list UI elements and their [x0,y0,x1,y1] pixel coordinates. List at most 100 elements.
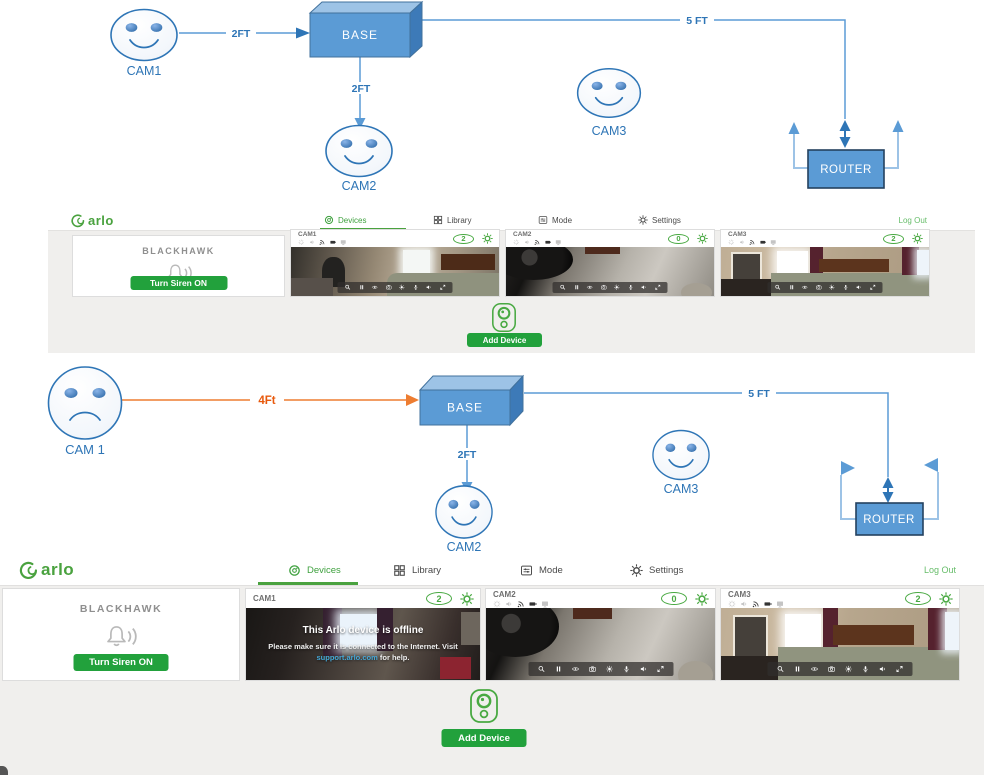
snapshot-icon[interactable] [588,665,596,673]
add-camera-icon[interactable] [491,302,517,333]
motion-eye-icon[interactable] [571,665,579,673]
offline-message: This Arlo device is offline Please make … [246,608,480,680]
motion-eye-icon[interactable] [802,284,809,291]
signal-strength-icon [534,239,541,246]
settings-gear-icon [638,215,648,225]
fullscreen-icon[interactable] [896,665,904,673]
brightness-icon[interactable] [605,665,613,673]
snapshot-icon[interactable] [385,284,392,291]
video-control-bar [337,282,453,293]
fullscreen-icon[interactable] [439,284,446,291]
camera-tile-cam1[interactable]: CAM1 2 [290,229,500,297]
zoom-icon[interactable] [537,665,545,673]
logout-link[interactable]: Log Out [923,565,956,575]
mic-icon[interactable] [412,284,419,291]
tab-settings[interactable]: Settings [638,210,681,230]
camera-video-cam1[interactable] [291,247,499,296]
camera-settings-gear-icon[interactable] [482,233,493,244]
camera-name: CAM2 [493,589,516,599]
brightness-icon[interactable] [845,665,853,673]
pause-icon[interactable] [358,284,365,291]
pause-icon[interactable] [554,665,562,673]
motion-count-badge[interactable]: 2 [453,233,474,244]
tab-mode[interactable]: Mode [520,555,563,585]
camera-tile-cam3[interactable]: CAM3 2 [720,229,930,297]
fullscreen-icon[interactable] [869,284,876,291]
offline-body: Please make sure it is connected to the … [268,641,458,664]
brightness-icon[interactable] [829,284,836,291]
brightness-icon[interactable] [399,284,406,291]
camera-settings-gear-icon[interactable] [697,233,708,244]
snapshot-icon[interactable] [828,665,836,673]
motion-eye-icon[interactable] [811,665,819,673]
router-box: ROUTER [840,458,939,536]
logout-link[interactable]: Log Out [898,215,927,225]
volume-icon[interactable] [426,284,433,291]
tab-devices[interactable]: Devices [324,210,366,230]
volume-icon[interactable] [879,665,887,673]
volume-icon[interactable] [856,284,863,291]
snapshot-icon[interactable] [600,284,607,291]
motion-count-badge[interactable]: 2 [426,592,452,605]
camera-video-cam3[interactable] [721,247,929,296]
camera-tile-cam3[interactable]: CAM3 2 [720,588,960,681]
tab-library[interactable]: Library [393,555,441,585]
motion-eye-icon[interactable] [372,284,379,291]
brightness-icon[interactable] [614,284,621,291]
mic-icon[interactable] [842,284,849,291]
camera-video-cam2[interactable] [486,608,715,680]
video-window [785,613,821,650]
signal-strength-icon [319,239,326,246]
pause-icon[interactable] [794,665,802,673]
motion-detection-icon [298,239,305,246]
pause-icon[interactable] [573,284,580,291]
tab-mode[interactable]: Mode [538,210,572,230]
zoom-icon[interactable] [777,665,785,673]
tab-settings[interactable]: Settings [630,555,683,585]
signal-strength-icon [749,239,756,246]
cam2-label: CAM2 [342,179,377,193]
tab-library[interactable]: Library [433,210,471,230]
fullscreen-icon[interactable] [654,284,661,291]
motion-count-badge[interactable]: 0 [668,233,689,244]
library-grid-icon [433,215,443,225]
video-control-bar [767,662,913,676]
camera-video-cam2[interactable] [506,247,714,296]
volume-icon[interactable] [639,665,647,673]
support-link[interactable]: support.arlo.com [316,653,378,662]
motion-eye-icon[interactable] [587,284,594,291]
camera-tile-cam1[interactable]: CAM1 2 This Arlo device is offline Pleas… [245,588,481,681]
snapshot-icon[interactable] [815,284,822,291]
cam1-face: CAM1 [110,8,178,78]
volume-icon[interactable] [641,284,648,291]
camera-status-icons [493,600,549,608]
topology-diagram-good: 2FT 5 FT 2FT BASE CAM1 CAM2 CAM3 [110,0,904,193]
add-device-button[interactable]: Add Device [441,729,527,747]
fullscreen-icon[interactable] [656,665,664,673]
add-camera-icon[interactable] [469,688,499,724]
camera-video-cam1-offline[interactable]: This Arlo device is offline Please make … [246,608,480,680]
motion-count-badge[interactable]: 0 [661,592,687,605]
mic-icon[interactable] [862,665,870,673]
tab-devices[interactable]: Devices [288,555,341,585]
pause-icon[interactable] [788,284,795,291]
camera-settings-gear-icon[interactable] [695,592,709,606]
turn-siren-on-button[interactable]: Turn Siren ON [73,654,169,671]
zoom-icon[interactable] [775,284,782,291]
camera-settings-gear-icon[interactable] [912,233,923,244]
motion-count-badge[interactable]: 2 [883,233,904,244]
add-device-button[interactable]: Add Device [467,333,542,347]
turn-siren-on-button[interactable]: Turn Siren ON [130,276,227,290]
camera-video-cam3[interactable] [721,608,959,680]
mic-icon[interactable] [627,284,634,291]
mic-icon[interactable] [622,665,630,673]
motion-count-badge[interactable]: 2 [905,592,931,605]
video-wheel [506,247,573,281]
camera-settings-gear-icon[interactable] [939,592,953,606]
camera-settings-gear-icon[interactable] [460,592,474,606]
zoom-icon[interactable] [345,284,352,291]
camera-tile-cam2[interactable]: CAM2 0 [505,229,715,297]
devices-lens-icon [288,564,301,577]
camera-tile-cam2[interactable]: CAM2 0 [485,588,716,681]
zoom-icon[interactable] [560,284,567,291]
